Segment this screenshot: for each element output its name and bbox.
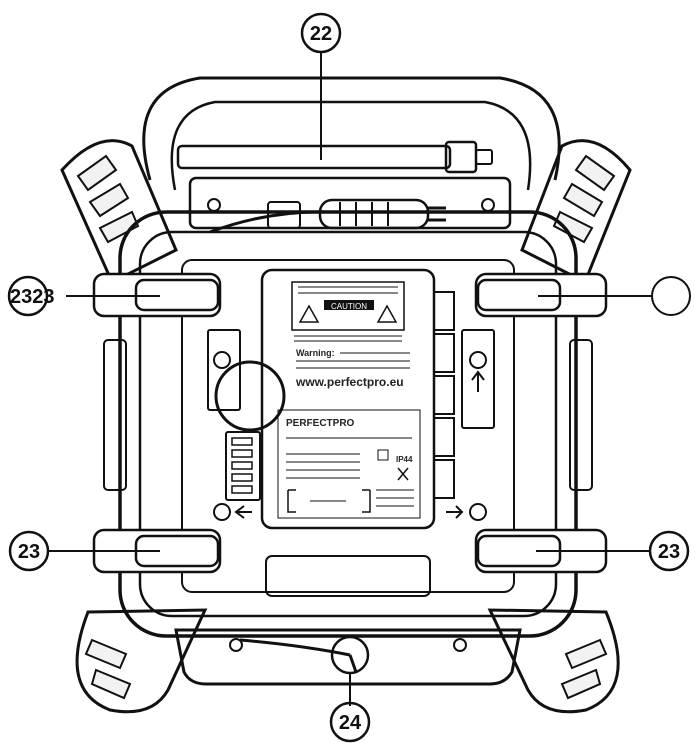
antenna [176,140,493,174]
callout-23-left-lower-label: 23 [18,541,40,563]
callout-right-upper-empty [651,276,691,316]
rear-upper-compartment [188,176,512,230]
callout-23-left-lower: 23 [8,530,50,572]
warning-heading: Warning: [296,348,335,358]
website-url: www.perfectpro.eu [295,375,404,389]
callout-22: 22 [300,12,342,54]
callout-22-label: 22 [310,23,332,45]
callout-24: 24 [329,701,371,743]
leg-grip-ribs [76,154,616,700]
caution-heading: CAUTION [331,302,367,311]
callout-23-left-upper: 2323 [7,275,55,317]
callout-24-label: 24 [339,712,362,734]
callout-23-right-lower-label: 23 [658,541,680,563]
brand-name: PERFECTPRO [286,418,355,429]
ip-rating: IP44 [396,455,413,464]
callout-23-left-upper-label: 2323 [10,286,55,308]
roll-cage-frame [60,76,632,714]
bottom-base [174,628,522,686]
label-plate: CAUTION Warning: www.perfectpro.eu PERFE… [260,268,436,530]
back-panel-details [207,291,495,597]
callout-23-right-lower: 23 [648,530,690,572]
leader-lines [48,52,652,706]
